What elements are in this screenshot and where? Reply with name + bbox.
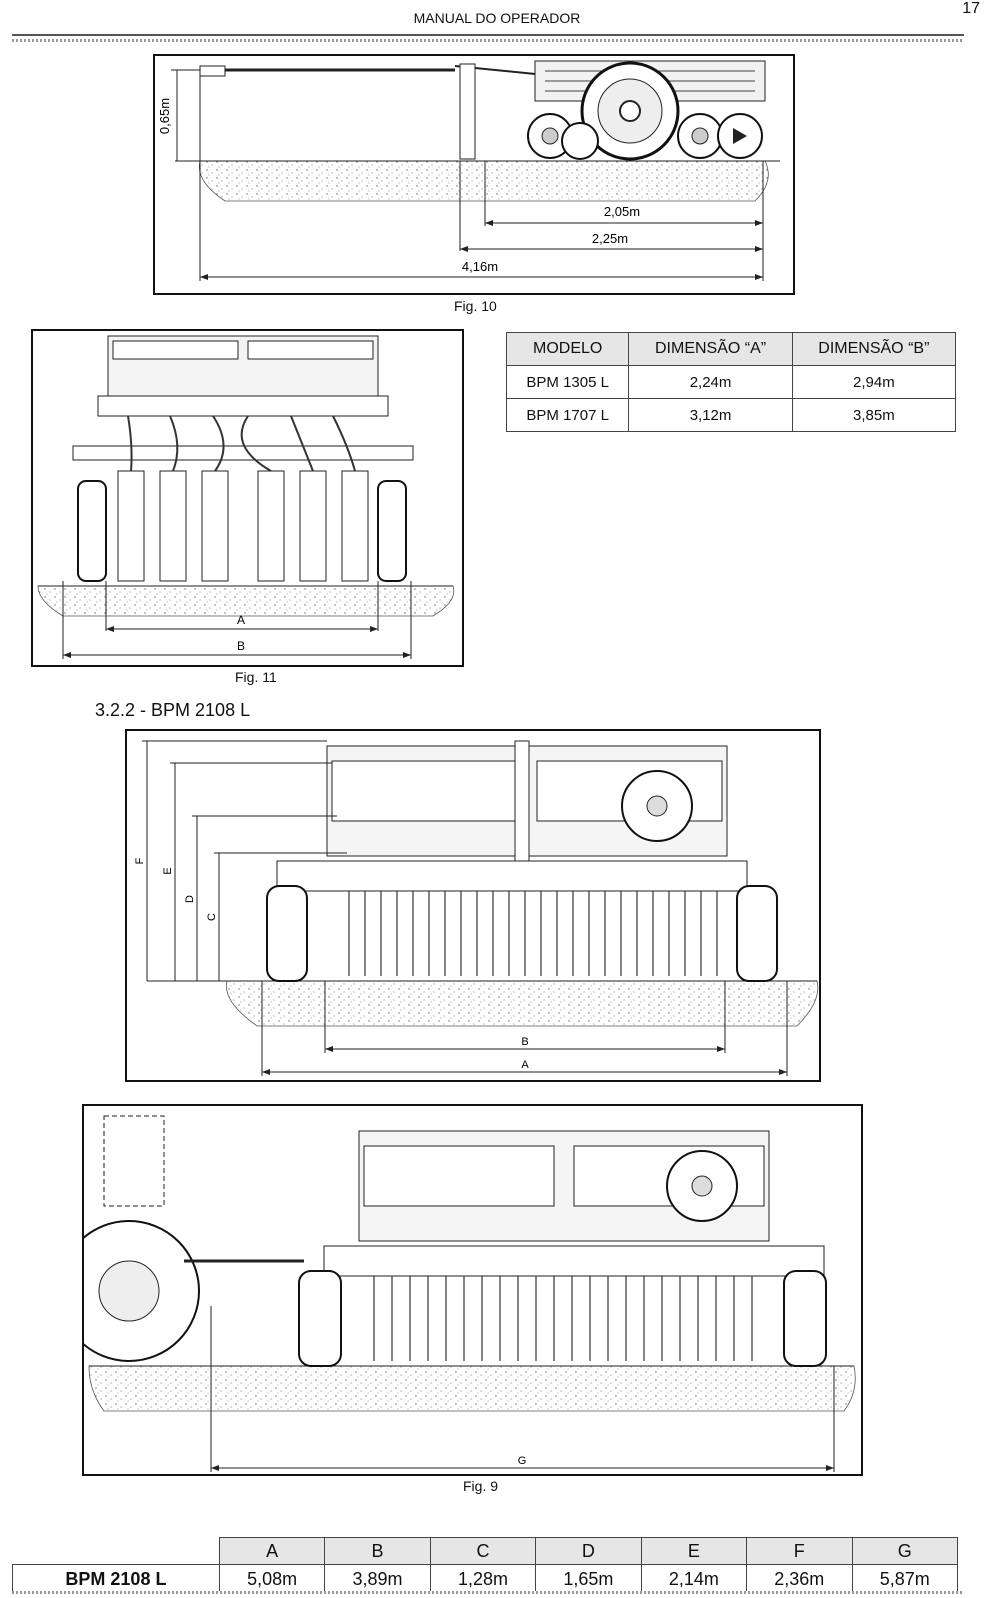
figure-10-side-view: 0,65m 2,05m 2,25m 4,16m xyxy=(153,54,795,295)
footer-rule-dotted xyxy=(12,1591,964,1594)
cell-f: 2,36m xyxy=(746,1564,853,1594)
front-view-drawing: F E D C B A xyxy=(134,740,819,1076)
cell-model: BPM 1707 L xyxy=(505,398,630,432)
dim-2-05-label: 2,05m xyxy=(604,204,640,219)
dim-d-label: D xyxy=(184,895,196,903)
header-e: E xyxy=(640,1537,748,1565)
cell-d: 1,65m xyxy=(535,1564,642,1594)
cell-b: 3,89m xyxy=(324,1564,431,1594)
dim-b-label: B xyxy=(237,639,245,653)
header-c: C xyxy=(429,1537,537,1565)
dim-g-label: G xyxy=(518,1455,527,1467)
figure-11-caption: Fig. 11 xyxy=(235,669,277,685)
header-d: D xyxy=(535,1537,642,1565)
cell-g: 5,87m xyxy=(851,1564,958,1594)
figure-10-caption: Fig. 10 xyxy=(454,298,497,314)
cell-dim-b: 3,85m xyxy=(791,398,957,432)
figure-11-rear-view: A B xyxy=(31,329,464,667)
rear-view-drawing: A B xyxy=(37,335,455,659)
header-dimensao-a: DIMENSÃO “A” xyxy=(628,332,793,366)
right-tire xyxy=(736,885,778,982)
cell-dim-b: 2,94m xyxy=(791,365,957,399)
dim-f-label: F xyxy=(134,857,146,864)
header-dimensao-b: DIMENSÃO “B” xyxy=(791,332,957,366)
tractor-cab-outline xyxy=(103,1115,165,1207)
dimensions-table-2108: A B C D E F G BPM 2108 L 5,08m 3,89m 1,2… xyxy=(12,1537,958,1594)
dim-height-label: 0,65m xyxy=(157,98,172,134)
dim-2-25-label: 2,25m xyxy=(592,231,628,246)
left-wheel xyxy=(77,480,107,582)
dim-4-16-label: 4,16m xyxy=(462,259,498,274)
header-b: B xyxy=(324,1537,431,1565)
header-g: G xyxy=(851,1537,958,1565)
header-blank xyxy=(12,1537,220,1565)
dimensions-table-1305-1707: MODELO DIMENSÃO “A” DIMENSÃO “B” BPM 130… xyxy=(505,332,957,432)
seeding-units xyxy=(117,470,369,582)
header-f: F xyxy=(746,1537,853,1565)
figure-9-caption: Fig. 9 xyxy=(463,1478,499,1494)
seeding-row-units xyxy=(348,891,718,976)
dim-c-label: C xyxy=(206,913,218,921)
cell-e: 2,14m xyxy=(640,1564,748,1594)
table-row: BPM 2108 L 5,08m 3,89m 1,28m 1,65m 2,14m… xyxy=(12,1564,958,1594)
cell-c: 1,28m xyxy=(429,1564,537,1594)
cell-dim-a: 2,24m xyxy=(628,365,793,399)
header-rule-dotted xyxy=(12,39,964,42)
dim-a-label: A xyxy=(521,1059,529,1071)
header-rule xyxy=(12,34,964,36)
figure-9-with-tractor: G xyxy=(82,1104,863,1476)
header-a: A xyxy=(218,1537,326,1565)
figure-front-view-2108: F E D C B A xyxy=(125,729,821,1082)
cell-dim-a: 3,12m xyxy=(628,398,793,432)
table-header-row: A B C D E F G xyxy=(12,1537,958,1565)
soil-area xyxy=(198,160,769,202)
left-tire xyxy=(266,885,308,982)
document-header-title: MANUAL DO OPERADOR xyxy=(413,10,581,26)
section-title: 3.2.2 - BPM 2108 L xyxy=(95,700,251,720)
cell-model: BPM 2108 L xyxy=(12,1564,220,1594)
page-number: 17 xyxy=(962,0,980,17)
table-header-row: MODELO DIMENSÃO “A” DIMENSÃO “B” xyxy=(505,332,957,366)
table-row: BPM 1305 L 2,24m 2,94m xyxy=(505,365,957,399)
right-wheel xyxy=(377,480,407,582)
dim-a-label: A xyxy=(237,613,245,627)
table-row: BPM 1707 L 3,12m 3,85m xyxy=(505,398,957,432)
cell-model: BPM 1305 L xyxy=(505,365,630,399)
header-modelo: MODELO xyxy=(505,332,630,366)
tractor-view-drawing: G xyxy=(84,1115,856,1472)
side-view-drawing: 0,65m 2,05m 2,25m 4,16m xyxy=(157,60,780,281)
dim-e-label: E xyxy=(162,867,174,874)
cell-a: 5,08m xyxy=(218,1564,326,1594)
stand-post xyxy=(459,63,476,160)
dim-b-label: B xyxy=(521,1036,528,1048)
